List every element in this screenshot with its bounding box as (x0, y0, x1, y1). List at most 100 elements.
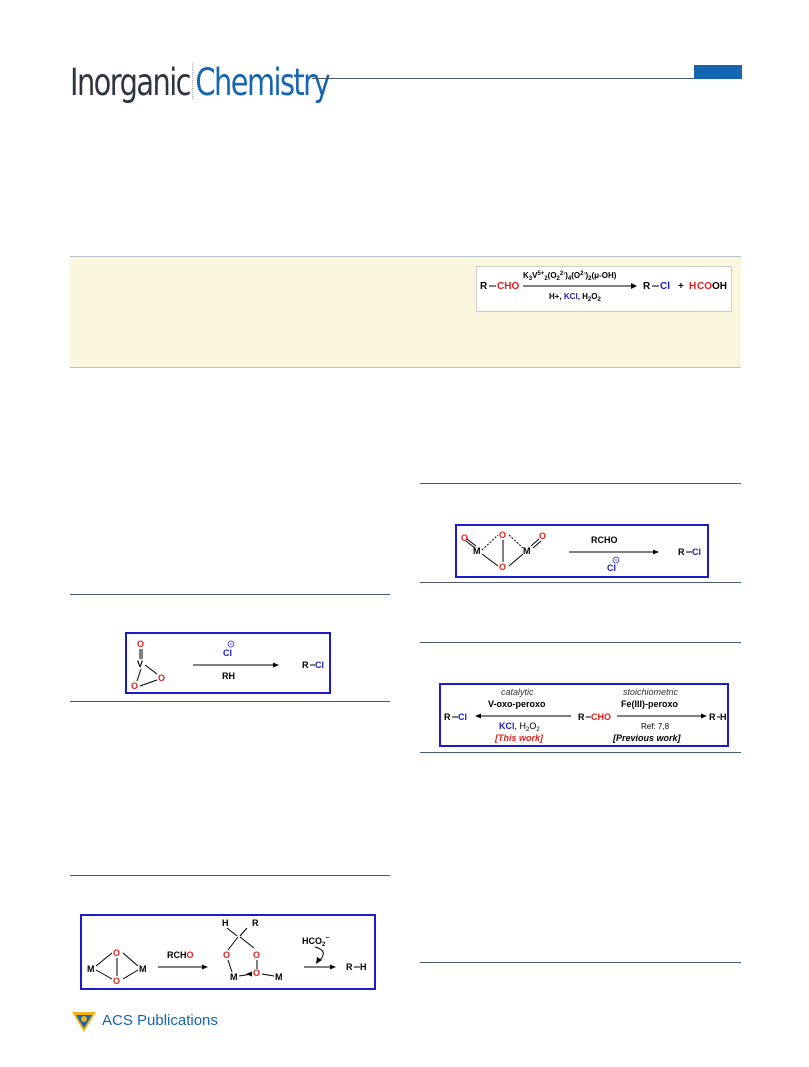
df-om-bond (227, 959, 233, 973)
df-cr-bond (239, 927, 248, 937)
df-r-label: R (252, 918, 259, 928)
cmp-product-right-r: R (709, 712, 716, 722)
toc-conditions: H+, KCl, H2O2 (549, 292, 602, 303)
v-reagent-top: Cl (223, 648, 232, 658)
mp-o2: O (499, 530, 506, 540)
mp-dash-1 (481, 534, 499, 551)
scheme-comparison-svg: R Cl catalytic V-oxo-peroxo KCl, H2O2 [T… (444, 687, 727, 743)
toc-byproduct-cooh: COOH (697, 281, 727, 292)
cmp-right-catalyst: Fe(III)-peroxo (621, 699, 679, 709)
df-product-h: H (360, 962, 367, 972)
toc-byproduct-h: H (689, 281, 696, 292)
df-arrowhead-1 (202, 964, 208, 970)
cmp-left-tag: [This work] (494, 733, 544, 743)
mp-m2: M (523, 546, 531, 556)
publisher-name: ACS Publications (102, 1012, 218, 1029)
mp-product-r: R (678, 547, 685, 557)
v-o-bottom: O (131, 681, 138, 691)
df-coord-arrow (246, 971, 252, 977)
df-o5: O (253, 968, 260, 978)
cmp-product-left-cl: Cl (458, 712, 467, 722)
df-o1: O (113, 948, 120, 958)
toc-product-cl: Cl (660, 281, 670, 292)
v-o-top: O (137, 639, 144, 649)
v-bond-right (144, 664, 158, 675)
df-o4: O (253, 950, 260, 960)
df-co-bond-2 (239, 936, 255, 949)
v-product-cl: Cl (315, 660, 324, 670)
rule-right-5 (420, 962, 741, 963)
df-bond-1 (95, 952, 113, 967)
toc-reactant-r: R (480, 281, 488, 292)
mp-dash-2 (508, 534, 524, 549)
header-rule (312, 78, 742, 79)
rule-right-1 (420, 483, 741, 484)
df-m2: M (139, 964, 147, 974)
rule-left-3 (70, 875, 390, 876)
v-o-right: O (158, 673, 165, 683)
mp-reagent-top: RCHO (591, 535, 618, 545)
df-curved-arrowhead (316, 957, 322, 964)
cmp-right-ref: Ref: 7,8 (641, 722, 670, 731)
toc-reactant-cho: CHO (497, 281, 519, 292)
df-o2: O (113, 976, 120, 986)
toc-catalyst: K3V5+2(O22-)4(O2-)2(μ-OH) (523, 271, 617, 282)
cmp-right-label: stoichiometric (623, 687, 679, 697)
mp-reagent-bottom: Cl (607, 563, 616, 573)
toc-plus: + (678, 281, 684, 292)
df-m4: M (275, 972, 283, 982)
mp-o3: O (499, 562, 506, 572)
journal-title-word2: Chemistry (195, 61, 330, 104)
mp-bond-2 (466, 538, 477, 547)
v-bond-bottom (136, 668, 142, 682)
cmp-left-label: catalytic (501, 687, 534, 697)
df-bond-4 (122, 969, 139, 980)
df-ch-bond (226, 927, 238, 937)
toc-graphic: R CHO K3V5+2(O22-)4(O2-)2(μ-OH) H+, KCl,… (476, 266, 732, 312)
rule-right-4 (420, 752, 741, 753)
scheme-deformylation: O O M M RCHO H R O O M O M HCO2− R H (80, 914, 376, 990)
v-atom: V (137, 659, 143, 669)
mp-product-cl: Cl (692, 547, 701, 557)
acs-logo-icon (70, 1006, 98, 1034)
scheme-vanadium-svg: O V O O Cl RH R Cl (131, 639, 324, 691)
v-product-r: R (302, 660, 309, 670)
df-o3: O (223, 950, 230, 960)
rule-right-3 (420, 642, 741, 643)
mp-bond-3 (481, 553, 499, 567)
rule-left-1 (70, 594, 390, 595)
rule-left-2 (70, 701, 390, 702)
df-bond-2 (95, 969, 113, 980)
df-co-bond-1 (227, 936, 239, 951)
df-m3: M (230, 972, 238, 982)
scheme-comparison: R Cl catalytic V-oxo-peroxo KCl, H2O2 [T… (439, 683, 729, 747)
df-formate: HCO2− (302, 935, 329, 948)
cmp-right-tag: [Previous work] (612, 733, 682, 743)
cmp-right-arrowhead (701, 713, 707, 719)
mp-bond-1 (465, 540, 476, 549)
cmp-left-conditions: KCl, H2O2 (499, 721, 540, 733)
df-product-r: R (346, 962, 353, 972)
header-accent-block (694, 65, 742, 79)
df-h-label: H (222, 918, 229, 928)
scheme-vanadium: O V O O Cl RH R Cl (125, 632, 331, 694)
mp-o1: O (461, 533, 468, 543)
title-separator (192, 63, 194, 99)
df-bond-3 (122, 952, 139, 967)
scheme-mu-peroxo: O M O O M O RCHO Cl R Cl (455, 524, 709, 578)
mp-arrowhead (653, 549, 659, 555)
df-arrowhead-2 (330, 964, 336, 970)
cmp-left-arrowhead (475, 713, 481, 719)
df-reagent: RCHO (167, 950, 194, 960)
df-m1: M (87, 964, 95, 974)
v-peroxo-bond (139, 679, 158, 687)
scheme-mu-peroxo-svg: O M O O M O RCHO Cl R Cl (461, 530, 701, 573)
cmp-product-left-r: R (444, 712, 451, 722)
mp-m1: M (473, 546, 481, 556)
mp-bond-6 (532, 540, 542, 549)
cmp-center-cho: CHO (591, 712, 611, 722)
df-om-bond-2 (261, 973, 275, 977)
mp-bond-5 (530, 538, 540, 547)
rule-right-2 (420, 582, 741, 583)
v-arrowhead (273, 662, 279, 668)
